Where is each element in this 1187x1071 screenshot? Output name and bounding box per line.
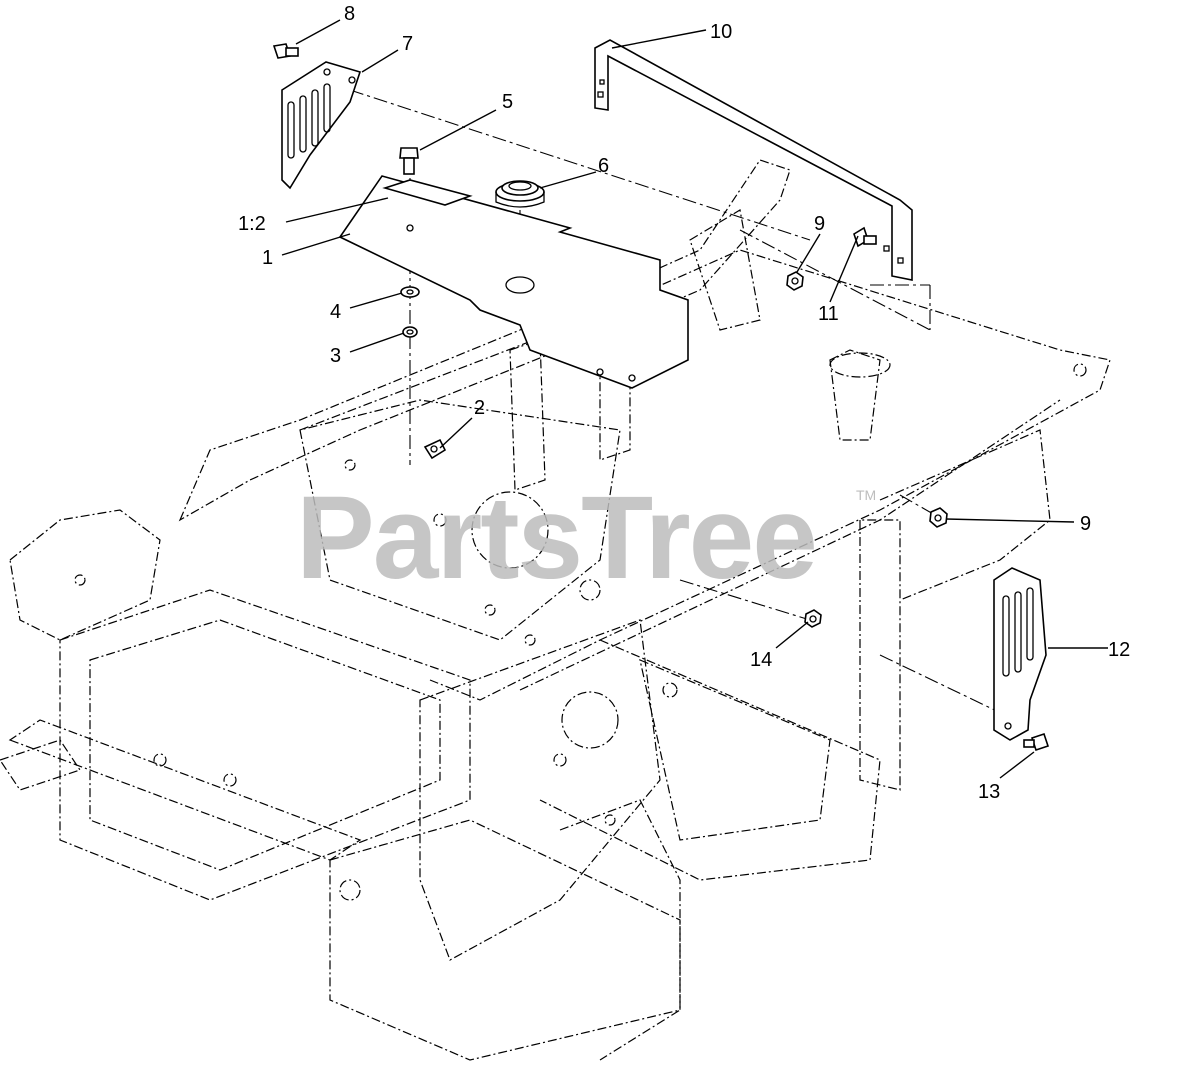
- callout-5: 5: [502, 91, 513, 113]
- callout-1-2: 1:2: [238, 213, 266, 235]
- part-1-cover-plate: [338, 175, 689, 389]
- part-11-bolt: [853, 226, 877, 248]
- part-3-lock-washer: [402, 326, 418, 338]
- watermark-trademark: TM: [856, 487, 876, 503]
- callout-6: 6: [598, 155, 609, 177]
- callout-labels: 8 7 5 6 1:2 1 4 3 2 10 9 11 9 12 13 14: [238, 3, 1130, 803]
- part-2-clip-nut: [423, 438, 447, 460]
- callout-10: 10: [710, 21, 732, 43]
- part-1-2-decal: [382, 179, 473, 206]
- callout-1: 1: [262, 247, 273, 269]
- part-6-grommet: [495, 180, 545, 208]
- callout-14: 14: [750, 649, 772, 671]
- callout-9-upper: 9: [814, 213, 825, 235]
- callout-11: 11: [818, 303, 839, 325]
- callout-2: 2: [474, 397, 485, 419]
- watermark-text: PartsTree: [296, 472, 816, 604]
- watermark: PartsTree TM: [296, 472, 876, 604]
- part-7-shield-left: [281, 61, 362, 190]
- part-10-bracket: [594, 39, 913, 281]
- part-8-bolt: [272, 43, 299, 59]
- callout-12: 12: [1108, 639, 1130, 661]
- callout-8: 8: [344, 3, 355, 25]
- chassis-frame: [0, 159, 1111, 1061]
- part-13-bolt: [1023, 732, 1050, 752]
- part-14-nut: [804, 609, 822, 628]
- part-4-flat-washer: [400, 286, 420, 298]
- part-9-nut-upper: [786, 271, 804, 291]
- callout-7: 7: [402, 33, 413, 55]
- part-12-shield-right: [993, 567, 1047, 741]
- callout-9-right: 9: [1080, 513, 1091, 535]
- leader-lines: [281, 19, 1108, 779]
- callout-3: 3: [330, 345, 341, 367]
- part-9-nut-right: [929, 507, 948, 528]
- callout-4: 4: [330, 301, 341, 323]
- callout-13: 13: [978, 781, 1000, 803]
- part-5-bolt: [399, 147, 419, 175]
